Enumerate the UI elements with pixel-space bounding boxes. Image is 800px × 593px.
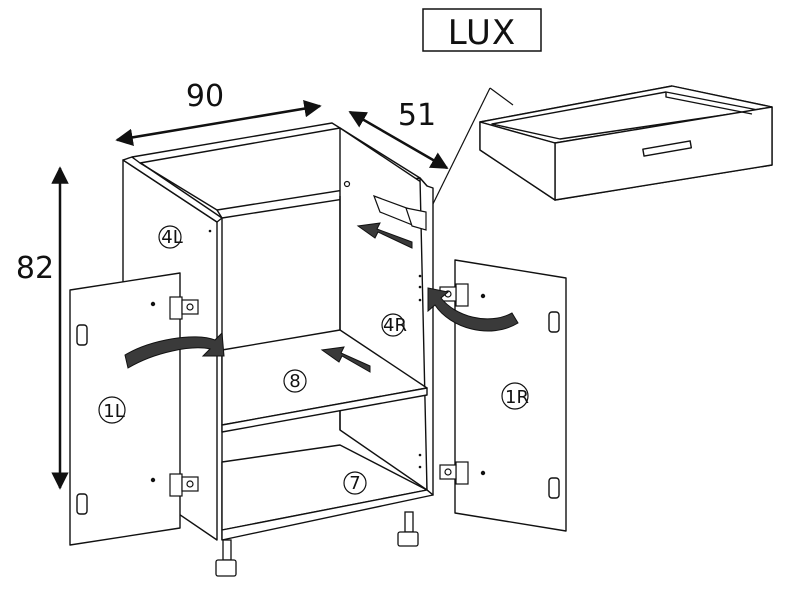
rail-insert-arrow [356, 222, 413, 249]
left-door-swing-arrow [124, 331, 225, 369]
hinge-left-top [169, 296, 199, 320]
rail-bracket [343, 180, 427, 231]
width-dimension: 90 [115, 79, 322, 147]
hinge-right-bottom [439, 461, 469, 485]
depth-dimension: 51 [348, 98, 449, 170]
hinges [169, 283, 469, 497]
drawer-handle [642, 140, 693, 157]
part-label-1r: 1R [505, 387, 529, 408]
depth-label: 51 [398, 98, 436, 133]
part-label-1l: 1L [103, 401, 124, 422]
width-label: 90 [186, 79, 224, 114]
part-label-7: 7 [349, 473, 360, 494]
drawer-leader-line [429, 87, 514, 211]
height-label: 82 [16, 251, 54, 286]
drawer-illustration [479, 85, 773, 201]
title-label: LUX [448, 13, 516, 53]
title-box: LUX [422, 8, 542, 53]
part-labels [98, 225, 529, 495]
shelf-insert-arrow [320, 346, 371, 373]
right-door-swing-arrow [427, 287, 519, 332]
adjustable-legs [215, 511, 419, 577]
hinge-left-bottom [169, 473, 199, 497]
right-side-panel [339, 127, 428, 491]
height-dimension: 82 [16, 166, 69, 490]
back-top-rail [131, 122, 341, 164]
mounting-holes [208, 229, 422, 469]
part-label-4l: 4L [161, 227, 182, 248]
part-label-8: 8 [289, 371, 300, 392]
assembly-arrows [124, 222, 519, 373]
part-label-4r: 4R [383, 315, 407, 336]
